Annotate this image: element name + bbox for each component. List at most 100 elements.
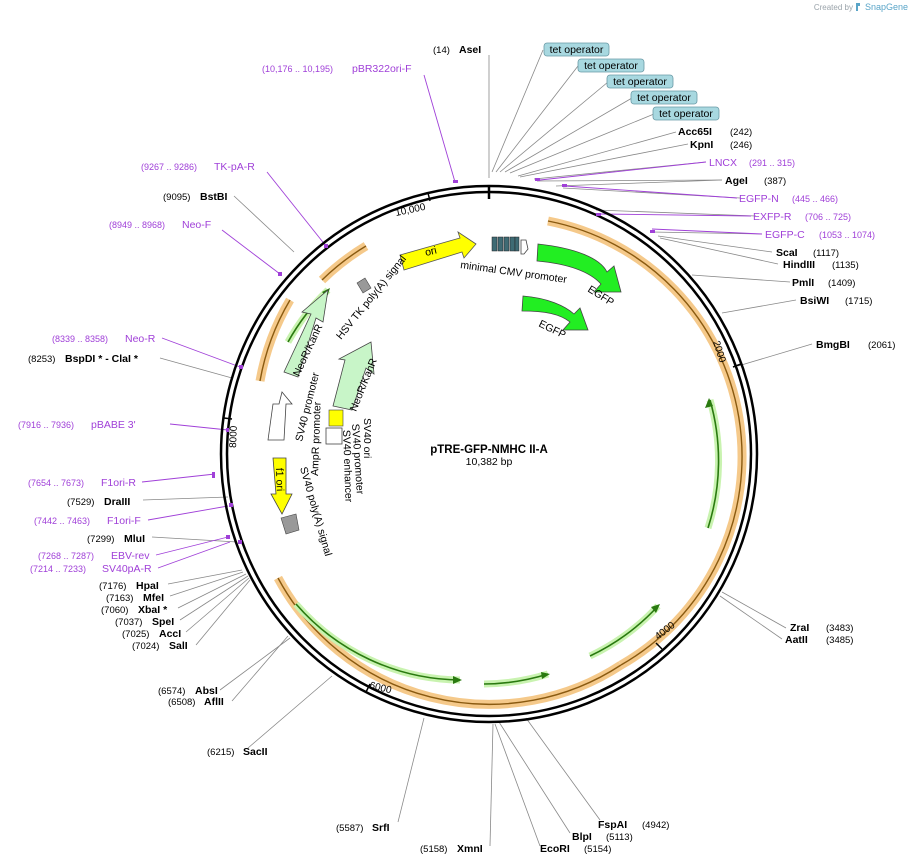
- primer-range: (8949 .. 8968): [109, 220, 165, 230]
- tet-operator-box: [652, 106, 720, 121]
- f1ori-label: f1 ori: [273, 468, 286, 492]
- enzyme-name: AgeI: [725, 175, 748, 187]
- enzyme-pos: (2061): [868, 340, 895, 351]
- cmv-promoter-arrow: [520, 239, 529, 255]
- tet-operator-label: tet operator: [550, 44, 604, 56]
- enzyme-pos: (5154): [584, 844, 611, 855]
- enzyme-name: HindIII: [783, 259, 815, 271]
- enzyme-pos: (5587): [336, 823, 363, 834]
- primer-name: EGFP-N: [739, 193, 779, 205]
- primer-name: Neo-F: [182, 219, 211, 231]
- primer-range: (1053 .. 1074): [819, 230, 875, 240]
- enzyme-name: BlpI: [572, 831, 592, 843]
- enzyme-name: SacII: [243, 746, 268, 758]
- enzyme-name: ZraI: [790, 622, 809, 634]
- enzyme-pos: (8253): [28, 354, 55, 365]
- tet-operator-box: [606, 74, 674, 89]
- tet-operator-label: tet operator: [637, 92, 691, 104]
- enzyme-name: AccI: [159, 628, 181, 640]
- feature-egfp-2: EGFP: [521, 295, 589, 341]
- enzyme-pos: (6508): [168, 697, 195, 708]
- enzyme-name: EcoRI: [540, 843, 570, 855]
- enzyme-pos: (1117): [813, 248, 839, 259]
- enzyme-name: SrfI: [372, 822, 390, 834]
- feature-hsv-tk-polya: HSV TK poly(A) signal: [334, 253, 409, 342]
- green-arc-heads: [322, 288, 713, 684]
- enzyme-pos: (5158): [420, 844, 447, 855]
- enzyme-name: BstBI: [200, 191, 228, 203]
- primer-marks: [212, 178, 655, 544]
- primer-range: (706 .. 725): [805, 212, 851, 222]
- enzyme-pos: (6215): [207, 747, 234, 758]
- enzyme-pos: (7299): [87, 534, 114, 545]
- enzyme-pos: (246): [730, 140, 752, 151]
- enzyme-pos: (6574): [158, 686, 185, 697]
- enzyme-name: MluI: [124, 533, 145, 545]
- enzyme-pos: (4942): [642, 820, 669, 831]
- primer-range: (291 .. 315): [749, 158, 795, 168]
- feature-f1-ori: f1 ori: [270, 457, 293, 515]
- primer-labels: (10,176 .. 10,195) pBR322ori-F LNCX (291…: [18, 63, 875, 575]
- enzyme-pos: (7024): [132, 641, 159, 652]
- primer-range: (9267 .. 9286): [141, 162, 197, 172]
- tet-operator-label: tet operator: [584, 60, 638, 72]
- enzyme-pos: (7163): [106, 593, 133, 604]
- feature-sv40-polya: SV40 poly(A) signal: [280, 466, 334, 558]
- enzyme-pos: (7037): [115, 617, 142, 628]
- orf-band-bottom: [274, 575, 624, 709]
- enzyme-name: FspAI: [598, 819, 627, 831]
- feature-ori: ori: [399, 231, 477, 271]
- enzyme-name: Acc65I: [678, 126, 712, 138]
- sv40pa-label: SV40 poly(A) signal: [297, 466, 334, 558]
- primer-name: TK-pA-R: [214, 161, 255, 173]
- enzyme-pos: (242): [730, 127, 752, 138]
- tet-operator-box: [543, 42, 610, 57]
- sv40ori-label: SV40 ori: [361, 418, 373, 458]
- enzyme-pos: (7176): [99, 581, 126, 592]
- credit-prefix: Created by: [813, 2, 853, 12]
- primer-lines: [141, 74, 763, 569]
- primer-name: EBV-rev: [111, 550, 150, 562]
- primer-name: LNCX: [709, 157, 737, 169]
- enzyme-name: XmnI: [457, 843, 483, 855]
- enzyme-pos: (14): [433, 45, 450, 56]
- enzyme-name: BsiWI: [800, 295, 829, 307]
- enzyme-name: XbaI *: [138, 604, 168, 616]
- enzyme-name: BmgBI: [816, 339, 850, 351]
- primer-name: pBABE 3': [91, 419, 136, 431]
- primer-range: (445 .. 466): [792, 194, 838, 204]
- feature-neor-2: NeoR/KanR: [332, 341, 380, 413]
- enzyme-name: SalI: [169, 640, 188, 652]
- enzyme-pos: (9095): [163, 192, 190, 203]
- enzyme-pos: (7025): [122, 629, 149, 640]
- snapgene-credit: Created by SnapGene: [814, 2, 908, 12]
- plasmid-size: 10,382 bp: [466, 456, 513, 468]
- primer-range: (7442 .. 7463): [34, 516, 90, 526]
- orf-bands: [255, 216, 747, 709]
- enzyme-pos: (1409): [828, 278, 855, 289]
- enzyme-name: ScaI: [776, 247, 798, 259]
- enzyme-pos: (5113): [606, 832, 633, 843]
- enzyme-name: MfeI: [143, 592, 164, 604]
- enzyme-name: DraIII: [104, 496, 130, 508]
- tick-8000: 8000: [228, 425, 240, 448]
- tet-operator-callouts: tet operator tet operator tet operator t…: [543, 42, 720, 121]
- leader-lines: [142, 49, 813, 847]
- enzyme-pos: (7529): [67, 497, 94, 508]
- enzyme-name: BspDI * - ClaI *: [65, 353, 139, 365]
- enzyme-pos: (1135): [832, 260, 859, 271]
- tet-operator-boxes: [491, 236, 520, 252]
- primer-range: (8339 .. 8358): [52, 334, 108, 344]
- primer-range: (7268 .. 7287): [38, 551, 94, 561]
- enzyme-pos: (3485): [826, 635, 853, 646]
- feature-ampr-promoter: AmpR promoter: [309, 401, 324, 476]
- enzyme-pos: (3483): [826, 623, 853, 634]
- enzyme-name: PmlI: [792, 277, 814, 289]
- scale-ticks: [223, 192, 742, 693]
- enzyme-name: AbsI: [195, 685, 218, 697]
- orf-band-left2: [318, 242, 369, 284]
- enzyme-pos: (7060): [101, 605, 128, 616]
- tick-10000: 10,000: [394, 202, 427, 219]
- feature-sv40-promoter-2: SV40 promoter: [325, 423, 366, 495]
